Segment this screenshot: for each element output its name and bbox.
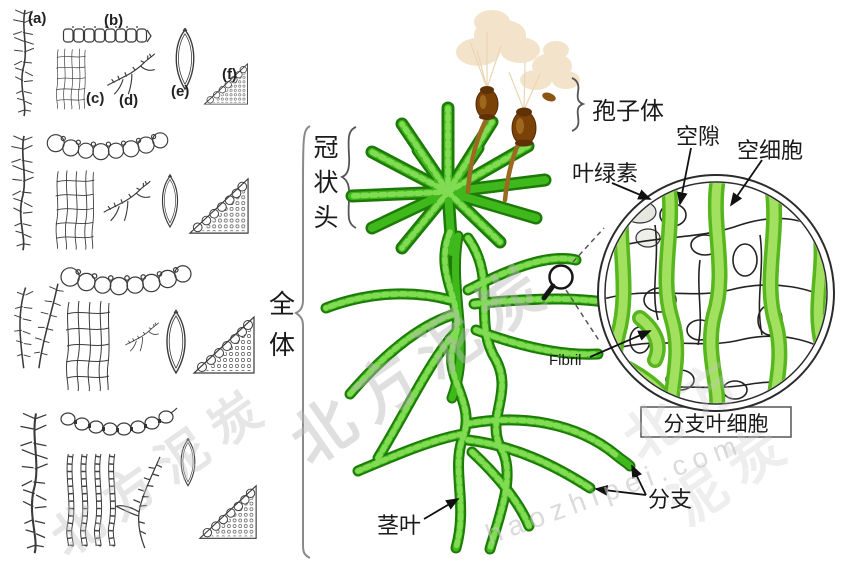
moss-plant-illustration <box>320 101 683 555</box>
leader-arrows <box>423 147 763 520</box>
capsule <box>511 92 556 147</box>
spore-cloud <box>456 10 580 90</box>
stem-section-drawing <box>199 485 257 539</box>
pore-arrow <box>676 147 692 206</box>
moss-clump-drawing <box>13 282 65 370</box>
branchlet-drawing <box>102 180 152 222</box>
stem-section-drawing <box>193 316 255 374</box>
specimen-label-f: (f) <box>222 66 237 83</box>
cell-chain-drawing <box>46 132 169 161</box>
branch-label: 分支 <box>648 487 693 512</box>
capsule <box>475 86 499 120</box>
specimen-label-e: (e) <box>171 83 190 100</box>
stem-leaf-arrow <box>423 498 460 520</box>
leaf-cell-inset <box>597 174 835 412</box>
branch-arrow <box>631 464 647 496</box>
zoom-cone-lines <box>565 227 605 343</box>
leaf-outline-drawing <box>161 173 179 228</box>
whole-body-bracket <box>294 125 311 559</box>
coronal-head-bracket <box>339 126 357 229</box>
fibril-arrow <box>589 330 652 358</box>
specimen-label-b: (b) <box>104 12 124 29</box>
chlorophyll-arrow <box>611 182 652 200</box>
sporophyte-illustration <box>456 10 580 203</box>
coronal-head-label: 冠状头 <box>313 134 339 232</box>
branchlet-drawing <box>115 456 163 549</box>
moss-shoot-drawing <box>19 412 49 555</box>
pore-label: 空隙 <box>676 124 721 149</box>
branch-arrow <box>594 485 647 496</box>
hyaline-cell-label: 空细胞 <box>737 138 804 163</box>
specimen-label-d: (d) <box>119 92 139 109</box>
leaf-outline-drawing <box>166 309 186 374</box>
branchlet-drawing <box>106 53 156 95</box>
stem-section-drawing <box>189 178 249 234</box>
magnifier-icon <box>541 264 574 301</box>
cell-mesh-drawing <box>55 48 87 110</box>
specimen-label-a: (a) <box>28 10 47 27</box>
hyaline-cell-arrow <box>729 159 763 207</box>
cell-mesh-drawing <box>55 169 95 251</box>
leaf-outline-drawing <box>180 438 196 487</box>
specimen-row-4 <box>19 407 257 555</box>
chlorophyll-label: 叶绿素 <box>572 161 639 186</box>
specimen-row-3 <box>13 265 255 392</box>
sporophyte-label: 孢子体 <box>592 98 664 125</box>
specimen-label-c: (c) <box>86 90 105 107</box>
leaf-outline-drawing <box>175 28 195 90</box>
fibril-label: Fibril <box>549 352 582 369</box>
cell-mesh-drawing <box>65 300 111 392</box>
sporophyte-bracket <box>571 77 586 132</box>
whole-body-label: 全体 <box>268 289 295 360</box>
moss-shoot-drawing <box>10 134 35 252</box>
cell-chain-drawing <box>60 407 178 436</box>
branch-leaf-cells-caption: 分支叶细胞 <box>663 412 769 436</box>
branchlet-drawing <box>124 322 160 352</box>
cell-chain-drawing <box>60 265 192 296</box>
stem-leaf-label: 茎叶 <box>377 513 422 538</box>
specimen-row-2 <box>10 132 249 252</box>
cell-band-drawing <box>67 454 116 546</box>
